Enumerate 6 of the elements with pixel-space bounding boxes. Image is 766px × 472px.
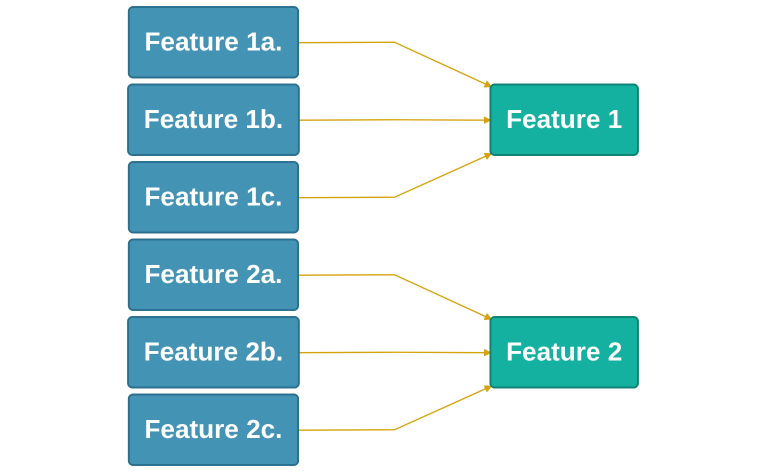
arrow <box>299 348 492 356</box>
arrow <box>298 385 492 431</box>
arrow <box>298 42 492 88</box>
arrow <box>298 152 492 198</box>
arrow <box>299 116 492 124</box>
arrow <box>298 274 492 320</box>
